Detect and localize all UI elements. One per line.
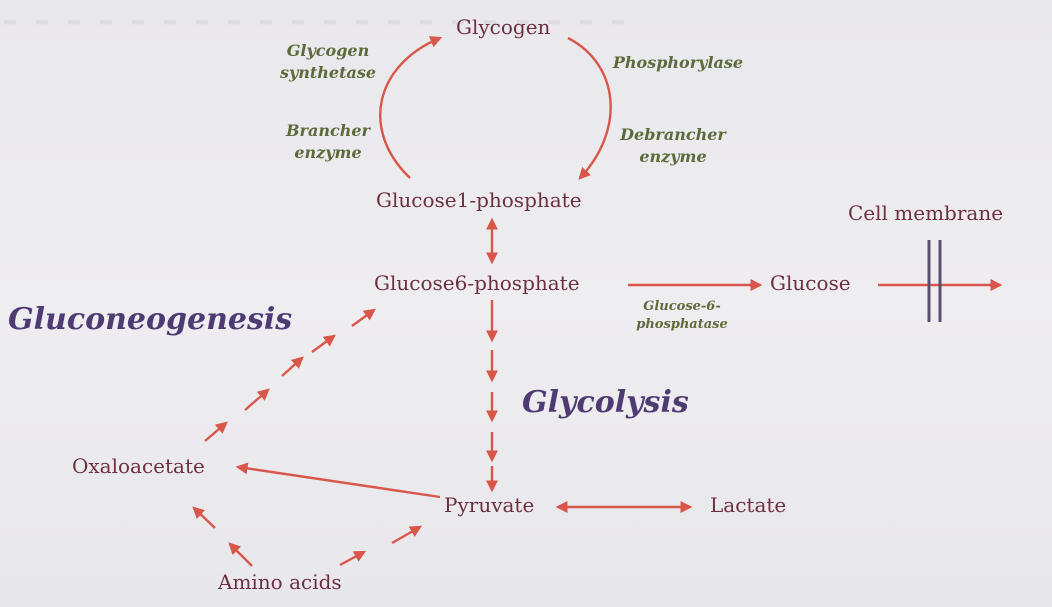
brancher-enzyme-label: Brancher enzyme xyxy=(268,120,388,164)
debrancher-enzyme-label: Debrancher enzyme xyxy=(608,124,738,168)
arrow-aa-to-oxaloacetate-2 xyxy=(228,542,253,567)
cell-membrane-label: Cell membrane xyxy=(848,201,1004,225)
arrow-aa-to-pyruvate-1 xyxy=(339,550,367,567)
glycolysis-title: Glycolysis xyxy=(522,385,689,420)
oxaloacetate-label: Oxaloacetate xyxy=(72,454,205,478)
arrow-gng-4 xyxy=(311,334,336,353)
arrow-gng-3 xyxy=(281,356,304,377)
glycogen-synthetase-line1: Glycogen xyxy=(286,41,370,60)
lactate-label: Lactate xyxy=(710,493,787,517)
brancher-enzyme-line1: Brancher xyxy=(286,121,370,140)
pyruvate-label: Pyruvate xyxy=(444,493,535,517)
arrow-aa-to-oxaloacetate-1 xyxy=(192,506,216,529)
arrow-gng-1 xyxy=(204,421,228,442)
glucose-6-phosphatase-line1: Glucose-6- xyxy=(643,299,721,314)
debrancher-enzyme-line2: enzyme xyxy=(639,147,707,166)
glycogen-synthetase-line2: synthetase xyxy=(279,63,377,82)
debrancher-enzyme-line1: Debrancher xyxy=(620,125,726,144)
glucose-6-phosphatase-label: Glucose-6- phosphatase xyxy=(622,298,742,334)
glucose-1-phosphate-label: Glucose1-phosphate xyxy=(376,188,582,212)
glycogen-synthetase-label: Glycogen synthetase xyxy=(268,40,388,84)
phosphorylase-label: Phosphorylase xyxy=(612,53,744,72)
glucose-6-phosphate-label: Glucose6-phosphate xyxy=(374,271,580,295)
glucose-6-phosphatase-line2: phosphatase xyxy=(636,317,728,332)
arrow-g1p-to-glycogen xyxy=(379,36,443,179)
brancher-enzyme-line2: enzyme xyxy=(294,143,362,162)
arrow-aa-to-pyruvate-2 xyxy=(391,525,423,545)
arrow-pyruvate-to-oxaloacetate xyxy=(235,462,441,499)
arrow-gng-5 xyxy=(351,308,376,327)
arrow-gng-2 xyxy=(244,388,270,411)
amino-acids-label: Amino acids xyxy=(218,570,342,594)
glucose-label: Glucose xyxy=(770,271,851,295)
arrow-glycogen-to-g1p xyxy=(567,36,612,180)
glycogen-label: Glycogen xyxy=(456,15,551,39)
gluconeogenesis-title: Gluconeogenesis xyxy=(8,302,293,337)
background-texture: ⁃ ⁃ ⁃ ⁃ ⁃ ⁃ ⁃ ⁃ ⁃ ⁃ ⁃ ⁃ ⁃ ⁃ ⁃ ⁃ ⁃ ⁃ ⁃ ⁃ xyxy=(0,1,629,46)
